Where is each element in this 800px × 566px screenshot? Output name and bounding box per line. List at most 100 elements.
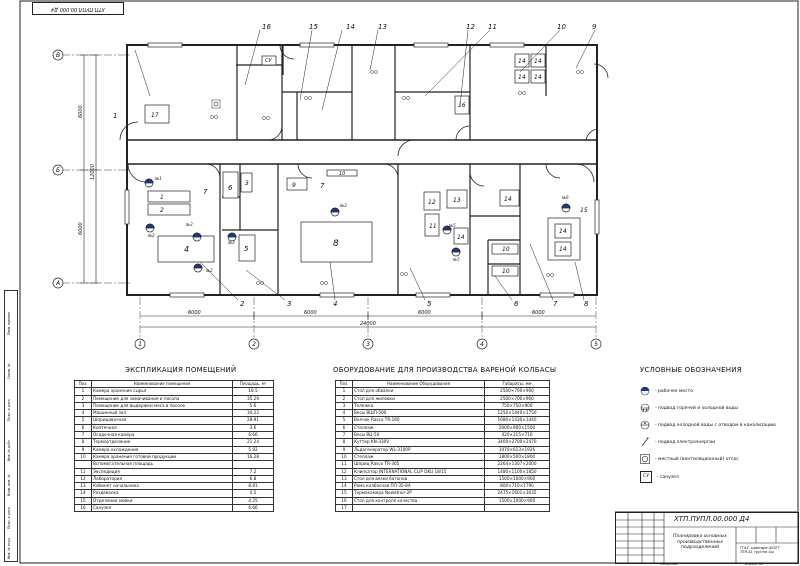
column-header: Наименование помещения [91,379,233,389]
axis-col-label: 5 [594,341,598,348]
axis-labels: В Б А 1 2 3 4 5 [55,52,598,348]
room-number-1: 1 [113,112,117,120]
dim-side-top: 6000 [78,105,84,118]
work-place-icon [330,207,340,217]
table-cell: Льдогенератор WL-3100P [352,445,485,454]
side-strip-label: Подп. и дата [7,399,11,421]
table-cell: Шприц Rasco TR-305 [352,460,485,469]
svg-text:13: 13 [453,197,461,204]
table-cell: 4 [335,409,353,418]
room-number-7: 7 [553,300,558,308]
legend-label: - подвод электроэнергии [655,439,716,445]
work-place-icon [451,247,461,257]
svg-text:№1: №1 [154,176,162,181]
svg-text:№6: №6 [561,195,569,200]
windows [124,42,600,298]
equipment-11 [424,213,440,237]
table-cell: 3.6 [232,423,274,433]
table-cell: Камера хранения готовой продукции [91,452,233,462]
equipment-table: Поз. Наименование Оборудования Габариты,… [335,379,550,513]
side-strip-label: Инв. № дубл. [7,439,11,461]
water-point-markers [210,70,584,285]
equipment-14-mid [453,227,469,245]
dim-bottom-3: 6000 [418,310,431,316]
room-number-3: 3 [287,300,291,308]
table-cell: Тележка [352,401,485,411]
table-header-row: Поз. Наименование Оборудования Габариты,… [335,379,550,389]
work-place-icon [144,178,154,188]
equipment-6 [222,171,239,199]
table-cell: 9 [74,445,92,454]
svg-text:14: 14 [518,58,526,65]
building-outline [126,44,598,296]
work-place-markers [144,178,571,273]
table-cell: 6.66 [232,504,274,513]
svg-text:№5: №5 [448,223,456,228]
work-place-icon [193,263,203,273]
equipment-1 [147,190,191,203]
axis-col-label: 2 [252,341,256,348]
legend-item: - подвод электроэнергии [640,437,715,447]
table-cell: 6 [335,423,353,433]
dimension-labels: 6000 12000 6000 6000 6000 6000 6000 2400… [78,105,545,327]
table-cell: Стеллаж [352,423,485,433]
sanitary-icon: СУ [640,471,652,483]
svg-text:СУ: СУ [265,58,272,64]
svg-text:7: 7 [203,188,208,196]
legend-title: УСЛОВНЫЕ ОБОЗНАЧЕНИЯ [640,366,742,374]
column-header: Наименование Оборудования [352,379,485,389]
side-strip-label: Подп. и дата [7,507,11,529]
table-cell: Стол для вязки батонов [352,474,485,484]
table-cell: 1 [74,387,92,396]
svg-text:№3: №3 [227,240,235,245]
table-cell: Машинный зал [91,409,233,418]
table-cell: Весы ВЦ-50 [352,431,485,440]
room-number-6: 6 [514,300,519,308]
table-cell: Осадочная камера [91,431,233,440]
table-cell: Камера хранения сырья [91,387,233,396]
table-cell: 2 [335,394,353,403]
table-cell: 17 [335,504,353,513]
su-box [261,55,277,66]
svg-text:№3: №3 [185,222,193,227]
table-cell: Термоотделение [91,438,233,447]
table-cell: Вспомогательная площадь [91,460,233,469]
equipment-shapes [144,53,581,277]
side-strip: Перв. примен. Справ. № Подп. и дата Инв.… [4,290,18,562]
table-cell: 12 [335,467,353,476]
organization-line: ГГАУ, кафедра АУЗГТ [740,546,780,550]
table-cell: Рама колбасная ПЛ-35-8А [352,482,485,491]
title-block-grid [616,513,798,563]
table-cell: Раздевалка [91,489,233,498]
cold-water-drain-icon [640,420,650,430]
table-cell: 1800×500×1800 [484,452,550,462]
column-header: Поз. [74,379,92,389]
table-cell: 1480×1100×1850 [484,467,550,476]
equipment-10-r1 [491,243,519,255]
table-cell: 8 [74,438,92,447]
table-cell: 1500×1000×900 [484,474,550,484]
room-leaders-top [134,29,596,111]
table-cell: Термокамера Nowatron-2P [352,489,485,498]
table-cell: Стеллаж [352,452,485,462]
table-cell: 4.5 [232,489,274,498]
room-number-13: 13 [378,23,387,31]
svg-text:14: 14 [559,228,567,235]
room-number-16: 16 [262,23,271,31]
dim-total: 24000 [360,321,376,327]
svg-text:1: 1 [160,194,164,201]
table-cell: 11 [335,460,353,469]
